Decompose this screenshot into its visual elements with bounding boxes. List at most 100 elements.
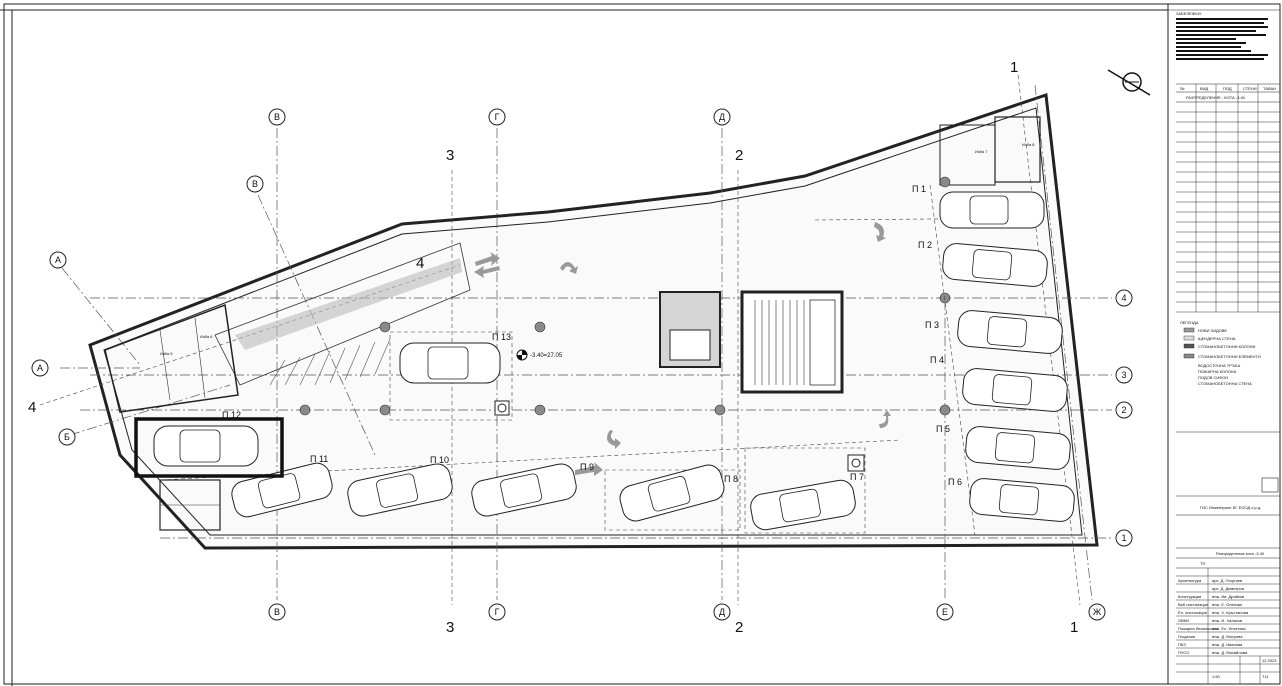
car-p13 (399, 342, 501, 384)
svg-text:СТОМАНОБЕТОННА СТЕНА: СТОМАНОБЕТОННА СТЕНА (1198, 381, 1252, 386)
axis-bubble-right-2: 2 (1115, 401, 1133, 419)
axis-bubble-left-a2: А (31, 359, 49, 377)
svg-text:4: 4 (416, 255, 424, 272)
highlight-frame (134, 417, 284, 478)
building-outline (88, 92, 1099, 550)
svg-text:ПОДОВ СИФОН: ПОДОВ СИФОН (1198, 375, 1228, 380)
drawing-title: Разпределение кота -3.40 (1216, 551, 1265, 556)
svg-text:П 3: П 3 (925, 320, 939, 330)
svg-text:инж. Е. Олегова: инж. Е. Олегова (1212, 602, 1243, 607)
svg-text:П 7: П 7 (850, 472, 864, 482)
cars (153, 191, 1075, 531)
svg-text:П 9: П 9 (580, 462, 594, 472)
car-p5 (965, 426, 1071, 470)
svg-text:П 5: П 5 (936, 424, 950, 434)
svg-text:Ел. инсталации: Ел. инсталации (1178, 610, 1207, 615)
level-marker: -3.40=27.05 (516, 349, 563, 361)
axis-bubble-bottom-v: В (268, 603, 286, 621)
svg-text:ПОЖАРНА КОЛОНА: ПОЖАРНА КОЛОНА (1198, 369, 1237, 374)
car-p4 (962, 368, 1068, 412)
svg-text:Ж: Ж (1093, 607, 1102, 617)
svg-text:П 13: П 13 (492, 332, 511, 342)
svg-text:3: 3 (446, 619, 454, 636)
company-name: ГИС Инженеринг БГ ЕООД о.р.д. (1200, 505, 1261, 510)
svg-text:Изба 6: Изба 6 (200, 334, 213, 339)
car-p3 (957, 310, 1063, 354)
svg-text:инж. Д. Иванова: инж. Д. Иванова (1212, 642, 1243, 647)
car-p2 (942, 243, 1048, 287)
svg-text:Г: Г (495, 607, 500, 617)
svg-text:Б: Б (64, 432, 70, 442)
svg-text:НОВИ ЗИДОВЕ: НОВИ ЗИДОВЕ (1198, 328, 1227, 333)
svg-text:Конструкции: Конструкции (1178, 594, 1201, 599)
svg-text:В: В (274, 112, 280, 122)
svg-text:ВИД: ВИД (1200, 86, 1209, 91)
svg-text:ПБЗ: ПБЗ (1178, 642, 1186, 647)
axis-bubble-top-v: В (268, 108, 286, 126)
svg-text:П 10: П 10 (430, 455, 449, 465)
svg-text:Г: Г (495, 112, 500, 122)
svg-text:арх. Д. Димитров: арх. Д. Димитров (1212, 586, 1244, 591)
svg-text:А: А (55, 255, 61, 265)
svg-text:4: 4 (1121, 293, 1126, 303)
car-p9 (471, 463, 577, 517)
svg-text:ОВКИ: ОВКИ (1178, 618, 1189, 623)
legend-items: НОВИ ЗИДОВЕ ЩЕНДЕРНА СТЕНА СТОМАНОБЕТОНН… (1183, 327, 1261, 386)
phase-label: ТП (1200, 561, 1205, 566)
svg-text:арх. Д. Георгиев: арх. Д. Георгиев (1212, 578, 1242, 583)
svg-text:3: 3 (446, 147, 454, 164)
axis-bubble-bottom-e: Е (936, 603, 954, 621)
signature-table (1176, 568, 1280, 684)
car-p1 (939, 191, 1045, 229)
svg-text:инж. Д. Михайлова: инж. Д. Михайлова (1212, 650, 1248, 655)
notes-heading: ЗАБЕЛЕЖКИ: (1176, 11, 1202, 16)
axis-bubble-right-3: 3 (1115, 366, 1133, 384)
stair-core (659, 290, 844, 394)
svg-text:ЛЕГЕНДА: ЛЕГЕНДА (1180, 320, 1199, 325)
date-value: 12.2023 (1262, 658, 1277, 663)
svg-text:П 1: П 1 (912, 184, 926, 194)
parking-stalls (159, 184, 1041, 536)
scale-value: 1:50 (1212, 674, 1221, 679)
svg-text:П 12: П 12 (222, 410, 241, 420)
svg-text:ВиК инсталации: ВиК инсталации (1178, 602, 1208, 607)
svg-text:ЩЕНДЕРНА СТЕНА: ЩЕНДЕРНА СТЕНА (1198, 336, 1236, 341)
storage-rooms (104, 116, 1041, 531)
svg-text:№: № (1180, 86, 1184, 91)
axis-bubble-right-1: 1 (1115, 529, 1133, 547)
svg-text:В: В (274, 607, 280, 617)
svg-text:2: 2 (1121, 405, 1126, 415)
traffic-arrows (474, 222, 891, 476)
svg-text:П 2: П 2 (918, 240, 932, 250)
svg-text:1: 1 (1010, 59, 1018, 76)
car-p12 (153, 425, 259, 467)
title-block: ЗАБЕЛЕЖКИ: № ВИД ПОД СТЕНИ ТАВАН РАЗПРЕД… (1167, 3, 1281, 685)
svg-text:А: А (37, 363, 43, 373)
svg-text:1: 1 (1121, 533, 1126, 543)
axis-bubble-bottom-g: Г (488, 603, 506, 621)
svg-text:Архитектура: Архитектура (1178, 578, 1202, 583)
svg-text:инж. Ел. Игнатова: инж. Ел. Игнатова (1212, 626, 1246, 631)
svg-text:инж. И. Халиков: инж. И. Халиков (1212, 618, 1242, 623)
company-logo (1261, 477, 1279, 493)
axis-bubble-diag-b: В (246, 175, 264, 193)
svg-text:ТАВАН: ТАВАН (1263, 86, 1276, 91)
car-p7 (750, 479, 856, 531)
accessible-parking-icons (494, 400, 865, 472)
axis-bubble-right-4: 4 (1115, 289, 1133, 307)
level-mark-text: -3.40=27.05 (530, 353, 563, 359)
ramp (214, 242, 471, 386)
svg-text:П 6: П 6 (948, 477, 962, 487)
axis-bubble-left-b: Б (58, 428, 76, 446)
parking-labels: П 1 П 2 П 3 П 4 П 5 П 6 П 7 П 8 П 9 П 10… (222, 184, 962, 487)
svg-text:инж. Х. Кръстанова: инж. Х. Кръстанова (1212, 610, 1249, 615)
car-p6 (969, 478, 1075, 522)
svg-text:ВОДОСТОЧНА ТРЪБА: ВОДОСТОЧНА ТРЪБА (1198, 363, 1241, 368)
svg-text:В: В (252, 179, 258, 189)
svg-text:СТОМАНОБЕТОННИ КОЛОНИ: СТОМАНОБЕТОННИ КОЛОНИ (1198, 344, 1256, 349)
section-labels: 3 2 3 2 1 1 4 4 (28, 59, 1078, 636)
axis-bubble-left-a: А (49, 251, 67, 269)
svg-text:П 4: П 4 (930, 355, 944, 365)
svg-text:Изба 8: Изба 8 (1022, 142, 1035, 147)
svg-text:2: 2 (735, 147, 743, 164)
